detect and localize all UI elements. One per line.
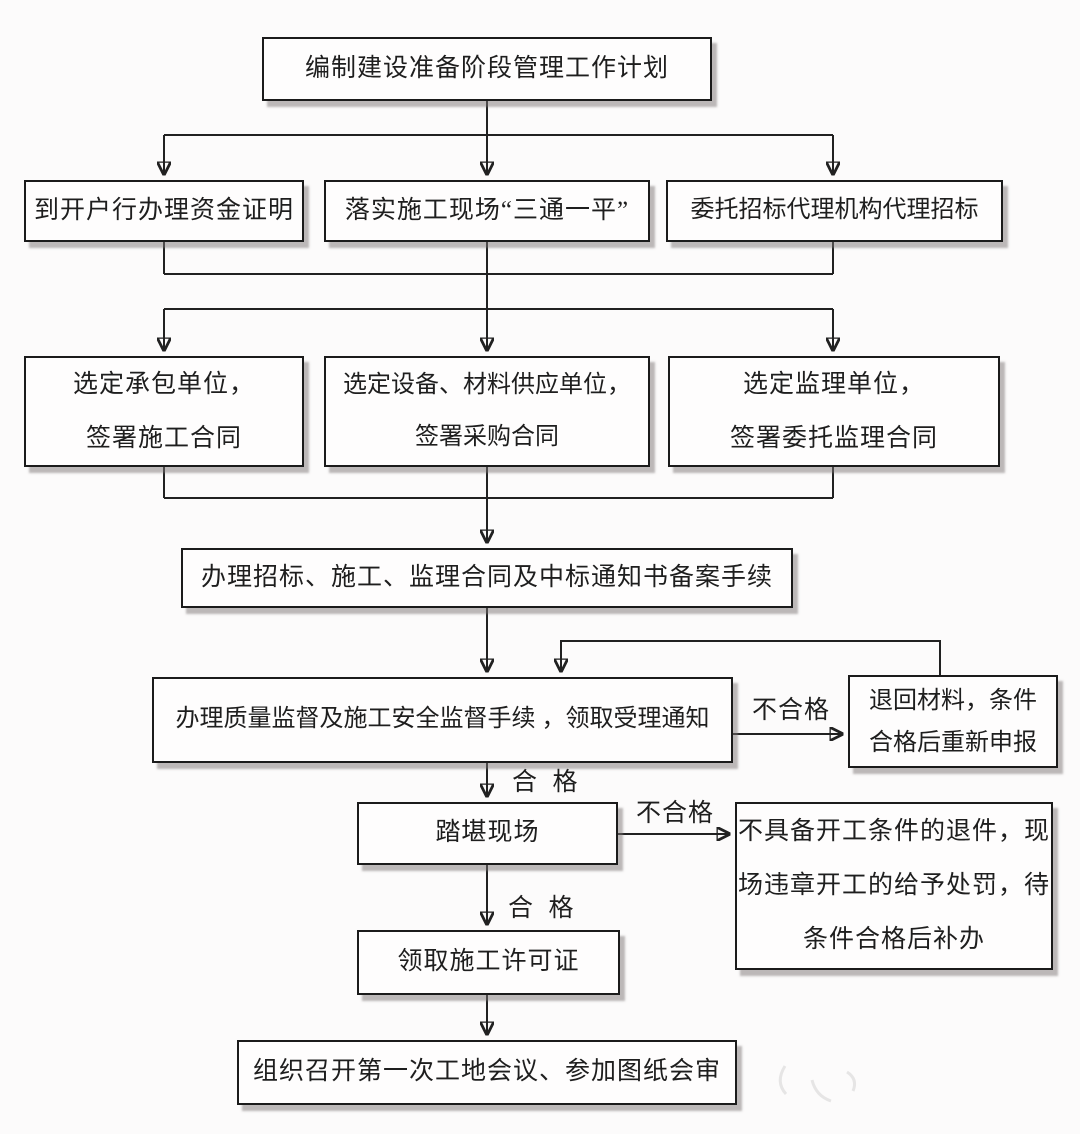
node-first-meeting: 组织召开第一次工地会议、参加图纸会审: [237, 1040, 737, 1105]
node-construction-permit: 领取施工许可证: [357, 930, 620, 995]
node-quality-supervision: 办理质量监督及施工安全监督手续 ，领取受理通知: [152, 677, 733, 763]
edge-label-fail-return: 不合格: [752, 697, 831, 724]
node-reject-handling: 不具备开工条件的退件，现 场违章开工的给予处罚，待 条件合格后补办: [735, 802, 1053, 970]
node-return-materials-label: 退回材料，条件 合格后重新申报: [869, 687, 1037, 756]
edge-return-feedback: [561, 640, 941, 675]
watermark-stroke: [810, 1079, 832, 1103]
node-bidding-agency-label: 委托招标代理机构代理招标: [690, 197, 979, 224]
node-supervisor-label: 选定监理单位， 签署委托监理合同: [729, 370, 938, 452]
edge-label-pass-permit: 合 格: [508, 895, 575, 922]
node-supplier-label: 选定设备、材料供应单位， 签署采购合同: [343, 371, 631, 450]
node-plan: 编制建设准备阶段管理工作计划: [262, 37, 712, 101]
node-return-materials: 退回材料，条件 合格后重新申报: [848, 675, 1058, 768]
node-supplier: 选定设备、材料供应单位， 签署采购合同: [324, 356, 650, 467]
node-site-visit-label: 踏堪现场: [435, 819, 540, 847]
node-fund-proof-label: 到开户行办理资金证明: [33, 196, 294, 224]
node-supervisor: 选定监理单位， 签署委托监理合同: [668, 356, 1000, 467]
node-record-filing: 办理招标、施工、监理合同及中标通知书备案手续: [181, 548, 793, 608]
node-first-meeting-label: 组织召开第一次工地会议、参加图纸会审: [252, 1058, 721, 1086]
node-site-ready-label: 落实施工现场“三通一平”: [344, 196, 630, 224]
watermark-stroke: [846, 1070, 856, 1092]
node-site-visit: 踏堪现场: [357, 802, 618, 865]
node-plan-label: 编制建设准备阶段管理工作计划: [304, 54, 669, 82]
node-contractor-label: 选定承包单位， 签署施工合同: [72, 370, 255, 452]
watermark-stroke: [778, 1065, 788, 1096]
node-reject-handling-label: 不具备开工条件的退件，现 场违章开工的给予处罚，待 条件合格后补办: [737, 818, 1050, 953]
node-bidding-agency: 委托招标代理机构代理招标: [666, 180, 1003, 242]
node-quality-supervision-label: 办理质量监督及施工安全监督手续 ，领取受理通知: [175, 706, 710, 733]
node-contractor: 选定承包单位， 签署施工合同: [24, 356, 304, 467]
node-fund-proof: 到开户行办理资金证明: [24, 180, 304, 242]
node-construction-permit-label: 领取施工许可证: [397, 948, 580, 976]
edge-label-pass-visit: 合 格: [512, 769, 579, 796]
node-site-ready: 落实施工现场“三通一平”: [324, 180, 650, 242]
node-record-filing-label: 办理招标、施工、监理合同及中标通知书备案手续: [200, 563, 773, 591]
edge-label-fail-reject: 不合格: [636, 800, 715, 827]
